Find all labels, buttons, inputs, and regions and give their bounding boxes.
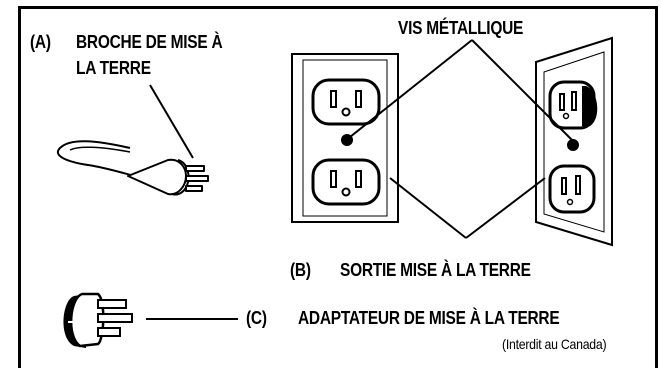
outlet-pointer-right: [465, 177, 546, 239]
label-a-letter: (A): [30, 32, 51, 52]
outlet-side: [535, 36, 613, 247]
label-a-line1: BROCHE DE MISE À: [76, 32, 223, 52]
outlet-front: [291, 53, 399, 223]
outlet-pointer-left: [389, 177, 467, 239]
grounded-plug-illustration: [57, 140, 209, 196]
label-c-note: (Interdit au Canada): [502, 336, 607, 352]
label-b-text: SORTIE MISE À LA TERRE: [340, 260, 531, 280]
label-a-line2: LA TERRE: [76, 58, 151, 78]
grounding-adapter-illustration: [63, 292, 133, 348]
label-c-text: ADAPTATEUR DE MISE À LA TERRE: [298, 308, 560, 328]
label-screw: VIS MÉTALLIQUE: [398, 18, 524, 38]
label-b-letter: (B): [290, 260, 311, 280]
label-c-letter: (C): [246, 308, 267, 328]
a-pointer-line: [149, 84, 194, 159]
screw-pointer-right: [471, 39, 573, 141]
screw-pointer-left: [349, 39, 473, 138]
